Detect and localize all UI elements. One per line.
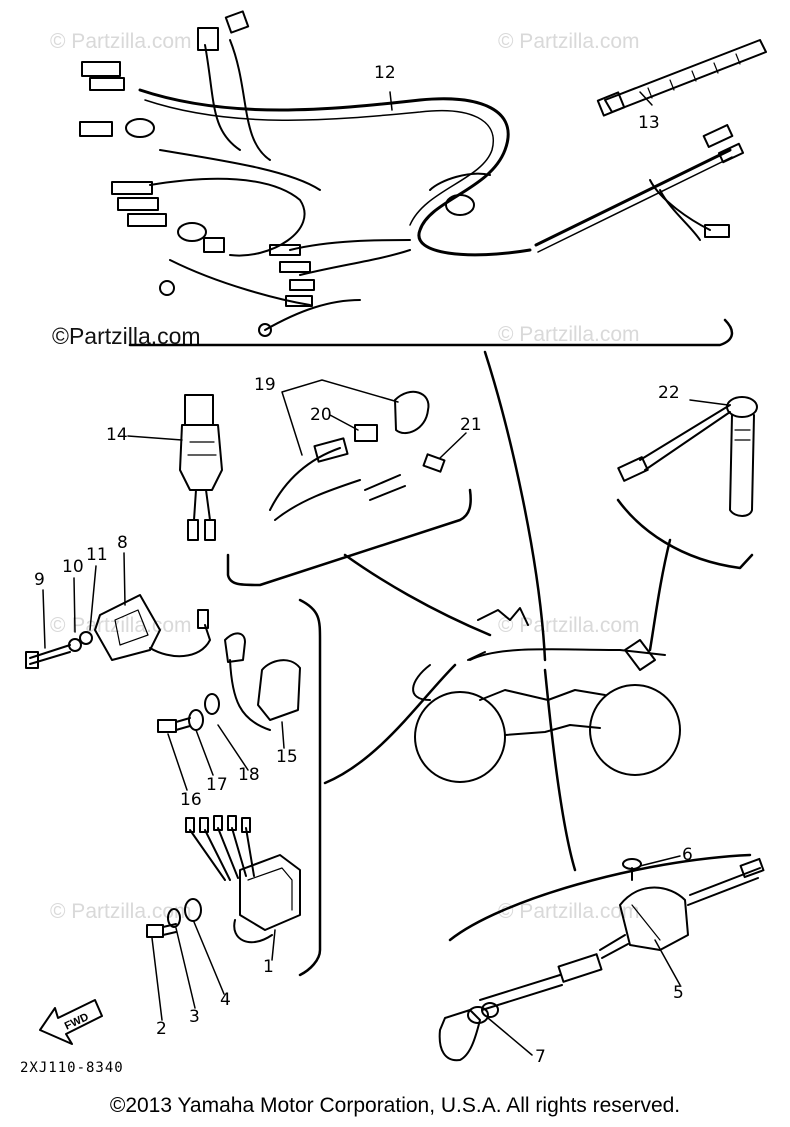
- callout-8: 8: [117, 533, 128, 553]
- callout-12: 12: [374, 63, 396, 83]
- diagram-code: 2XJ110-8340: [20, 1060, 124, 1076]
- vehicle-silhouette: [412, 607, 681, 783]
- callout-13: 13: [638, 113, 660, 133]
- callout-labels: 1 2 3 4 5 6 7 8 9 10 11 12 13 14 15 16 1…: [34, 63, 693, 1067]
- callout-18: 18: [238, 765, 260, 785]
- watermark-lower-right: © Partzilla.com: [498, 614, 640, 637]
- callout-10: 10: [62, 557, 84, 577]
- callout-7: 7: [535, 1047, 546, 1067]
- watermark-lower-left: © Partzilla.com: [50, 900, 192, 923]
- callout-17: 17: [206, 775, 228, 795]
- thermo-unit: [616, 396, 758, 570]
- callout-20: 20: [310, 405, 332, 425]
- callout-22: 22: [658, 383, 680, 403]
- forward-arrow-icon: [39, 999, 103, 1045]
- wire-harness: [79, 10, 745, 347]
- callout-5: 5: [673, 983, 684, 1003]
- cdi-unit: [25, 594, 211, 669]
- watermark-top-left: © Partzilla.com: [50, 30, 192, 53]
- callout-leaders: [42, 91, 729, 1056]
- callout-3: 3: [189, 1007, 200, 1027]
- copyright-notice: ©2013 Yamaha Motor Corporation, U.S.A. A…: [109, 1094, 681, 1117]
- callout-6: 6: [682, 845, 693, 865]
- ignition-switch: [179, 394, 223, 541]
- band-clip: [596, 39, 767, 117]
- callout-19: 19: [254, 375, 276, 395]
- callout-21: 21: [460, 415, 482, 435]
- watermark-mid-right: © Partzilla.com: [498, 323, 640, 346]
- pickup-coil: [146, 815, 301, 944]
- callout-1: 1: [263, 957, 274, 977]
- callout-2: 2: [156, 1019, 167, 1039]
- callout-16: 16: [180, 790, 202, 810]
- spark-plug-group: [438, 853, 765, 1062]
- callout-14: 14: [106, 425, 128, 445]
- callout-11: 11: [86, 545, 108, 565]
- routing-lines: [323, 350, 672, 872]
- callout-4: 4: [220, 990, 231, 1010]
- ignition-coil-bracket: [157, 598, 322, 977]
- callout-15: 15: [276, 747, 298, 767]
- engine-stop-cable-group: [226, 390, 472, 587]
- watermark-top-right: © Partzilla.com: [498, 30, 640, 53]
- watermark-bottom-right: © Partzilla.com: [498, 900, 640, 923]
- callout-9: 9: [34, 570, 45, 590]
